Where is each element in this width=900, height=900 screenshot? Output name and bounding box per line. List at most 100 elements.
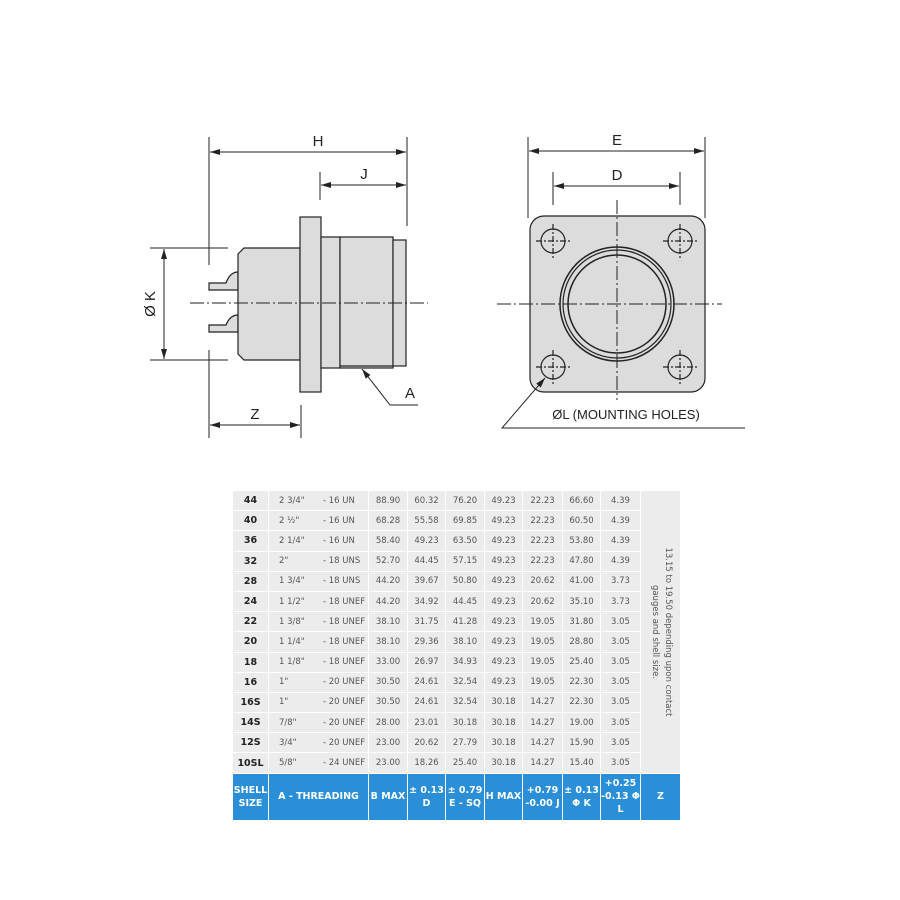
shell-size: 20: [232, 631, 269, 653]
cell-d: 39.67: [407, 570, 446, 592]
thread-diameter: 5/8": [279, 758, 297, 769]
cell-j: 19.05: [522, 631, 563, 653]
shell-size: 14S: [232, 712, 269, 734]
threading: 3/4"- 20 UNEF: [268, 732, 369, 754]
cell-d: 24.61: [407, 691, 446, 714]
cell-k: 15.90: [562, 732, 601, 754]
threading: 5/8"- 24 UNEF: [268, 752, 369, 774]
cell-e: 44.45: [445, 590, 485, 613]
thread-pitch: - 18 UNS: [323, 576, 361, 587]
cell-j: 14.27: [522, 691, 563, 714]
thread-pitch: - 18 UNEF: [323, 636, 366, 647]
label-a: A: [405, 385, 415, 402]
cell-l: 3.73: [600, 590, 641, 613]
threading: 1"- 20 UNEF: [268, 671, 369, 693]
cell-l: 4.39: [600, 510, 641, 532]
cell-l: 3.05: [600, 611, 641, 633]
cell-b: 38.10: [368, 611, 408, 633]
thread-diameter: 1": [279, 697, 289, 708]
cell-k: 41.00: [562, 570, 601, 592]
cell-h: 49.23: [484, 570, 523, 592]
label-j: J: [360, 166, 368, 183]
cell-d: 49.23: [407, 530, 446, 552]
shell-size: 24: [232, 590, 269, 613]
cell-l: 3.05: [600, 651, 641, 673]
cell-e: 41.28: [445, 611, 485, 633]
threading: 1 3/4"- 18 UNS: [268, 570, 369, 592]
thread-diameter: 1": [279, 677, 289, 688]
shell-size: 44: [232, 489, 269, 512]
cell-b: 23.00: [368, 752, 408, 774]
cell-k: 28.80: [562, 631, 601, 653]
cell-e: 30.18: [445, 712, 485, 734]
threading: 2 ½"- 16 UN: [268, 510, 369, 532]
front-view-dimensions: [497, 137, 745, 429]
cell-l: 3.05: [600, 752, 641, 774]
header-cell: ± 0.13 Φ K: [562, 772, 601, 821]
leader-l: [500, 377, 745, 429]
header-cell: ± 0.79 E - SQ: [445, 772, 485, 821]
cell-k: 66.60: [562, 489, 601, 512]
cell-b: 23.00: [368, 732, 408, 754]
cell-e: 34.93: [445, 651, 485, 673]
label-k: Ø K: [142, 291, 159, 317]
cell-j: 20.62: [522, 570, 563, 592]
label-mounting-holes: ØL (MOUNTING HOLES): [552, 407, 700, 422]
shell-size: 36: [232, 530, 269, 552]
cell-l: 4.39: [600, 489, 641, 512]
cell-e: 27.79: [445, 732, 485, 754]
threading: 1 1/4"- 18 UNEF: [268, 631, 369, 653]
cell-h: 30.18: [484, 712, 523, 734]
cell-d: 23.01: [407, 712, 446, 734]
cell-b: 88.90: [368, 489, 408, 512]
flange: [299, 216, 322, 393]
cell-h: 30.18: [484, 691, 523, 714]
header-cell: Z: [640, 772, 681, 821]
cell-h: 49.23: [484, 631, 523, 653]
shell-size: 40: [232, 510, 269, 532]
cell-k: 15.40: [562, 752, 601, 774]
threading: 2 1/4"- 16 UN: [268, 530, 369, 552]
label-d: D: [612, 167, 623, 184]
side-view: [208, 216, 407, 393]
cell-b: 44.20: [368, 570, 408, 592]
cell-h: 49.23: [484, 651, 523, 673]
cell-k: 60.50: [562, 510, 601, 532]
cell-e: 38.10: [445, 631, 485, 653]
cell-d: 60.32: [407, 489, 446, 512]
thread-diameter: 7/8": [279, 717, 297, 728]
cell-k: 53.80: [562, 530, 601, 552]
cell-b: 30.50: [368, 691, 408, 714]
cell-h: 49.23: [484, 489, 523, 512]
threading: 1 3/8"- 18 UNEF: [268, 611, 369, 633]
cell-b: 38.10: [368, 631, 408, 653]
cell-k: 19.00: [562, 712, 601, 734]
thread-diameter: 2 ½": [279, 515, 300, 526]
thread-pitch: - 16 UN: [323, 495, 355, 506]
cell-l: 3.05: [600, 732, 641, 754]
header-cell: H MAX: [484, 772, 523, 821]
cell-d: 24.61: [407, 671, 446, 693]
cell-d: 18.26: [407, 752, 446, 774]
cell-e: 76.20: [445, 489, 485, 512]
cell-j: 19.05: [522, 651, 563, 673]
shell-size: 16S: [232, 691, 269, 714]
cell-h: 30.18: [484, 732, 523, 754]
cell-d: 31.75: [407, 611, 446, 633]
cell-d: 34.92: [407, 590, 446, 613]
thread-pitch: - 18 UNEF: [323, 616, 366, 627]
thread-pitch: - 20 UNEF: [323, 717, 366, 728]
threading: 2 3/4"- 16 UN: [268, 489, 369, 512]
cell-h: 49.23: [484, 611, 523, 633]
